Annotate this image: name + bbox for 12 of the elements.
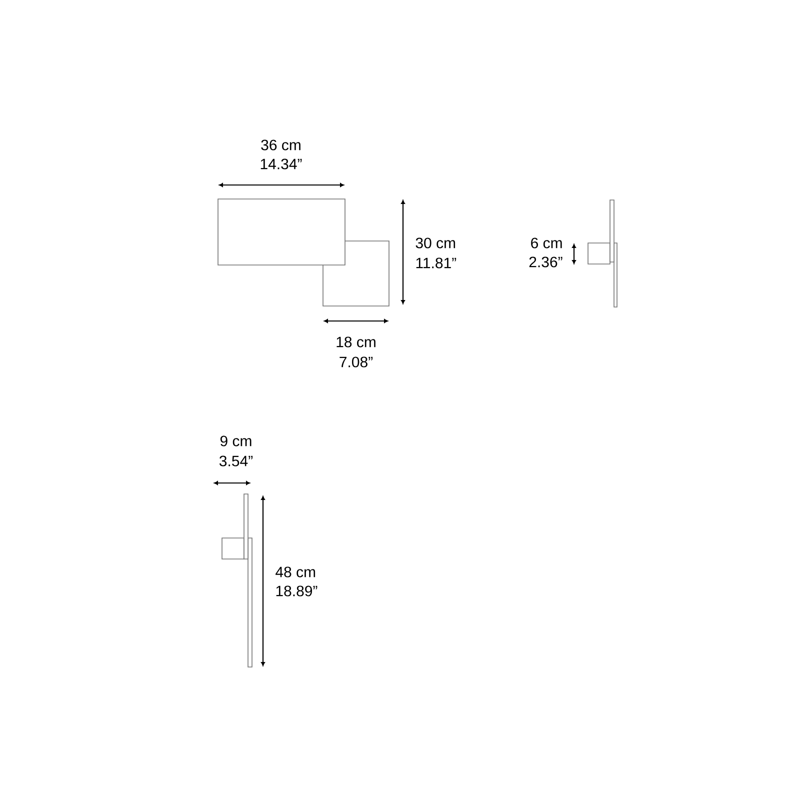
dimension-label: 7.08” bbox=[340, 356, 373, 368]
dimension-label: 14.34” bbox=[260, 158, 302, 170]
dimension-label: 3.54” bbox=[219, 456, 253, 466]
dimension-label: 9 cm bbox=[220, 436, 252, 446]
dimension-label: 30 cm bbox=[416, 238, 456, 248]
dimension-label: 18 cm bbox=[336, 336, 376, 348]
dimension-label: 2.36” bbox=[529, 256, 562, 268]
dimension-label: 36 cm bbox=[261, 140, 300, 150]
dimension-label: 6 cm bbox=[531, 238, 562, 248]
dimension-label: 11.81” bbox=[416, 258, 456, 268]
dimension-label: 18.89” bbox=[276, 586, 318, 596]
dimension-label: 48 cm bbox=[276, 566, 316, 578]
